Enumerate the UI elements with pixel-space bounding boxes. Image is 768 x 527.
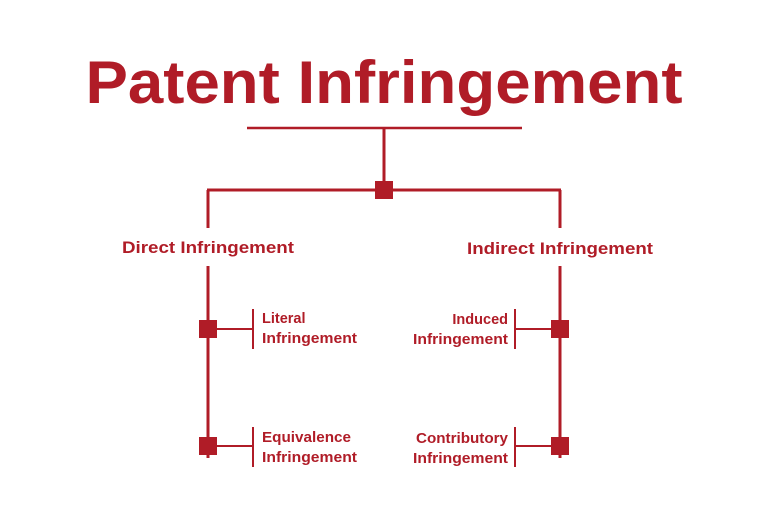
diagram-title: Patent Infringement — [86, 49, 683, 116]
literal-node — [199, 320, 217, 338]
literal-label-line2: Infringement — [262, 331, 357, 347]
direct-branch-label: Direct Infringement — [122, 238, 294, 257]
contributory-node — [551, 437, 569, 455]
contributory-label-line2: Infringement — [413, 451, 508, 467]
equivalence-node — [199, 437, 217, 455]
equivalence-label-line2: Infringement — [262, 450, 357, 466]
induced-label-line1: Induced — [452, 312, 508, 328]
literal-label-line1: Literal — [262, 311, 306, 327]
equivalence-label-line1: Equivalence — [262, 430, 351, 446]
induced-label-line2: Infringement — [413, 332, 508, 348]
indirect-branch-label: Indirect Infringement — [467, 239, 653, 258]
induced-node — [551, 320, 569, 338]
root-node — [375, 181, 393, 199]
contributory-label-line1: Contributory — [416, 431, 508, 447]
